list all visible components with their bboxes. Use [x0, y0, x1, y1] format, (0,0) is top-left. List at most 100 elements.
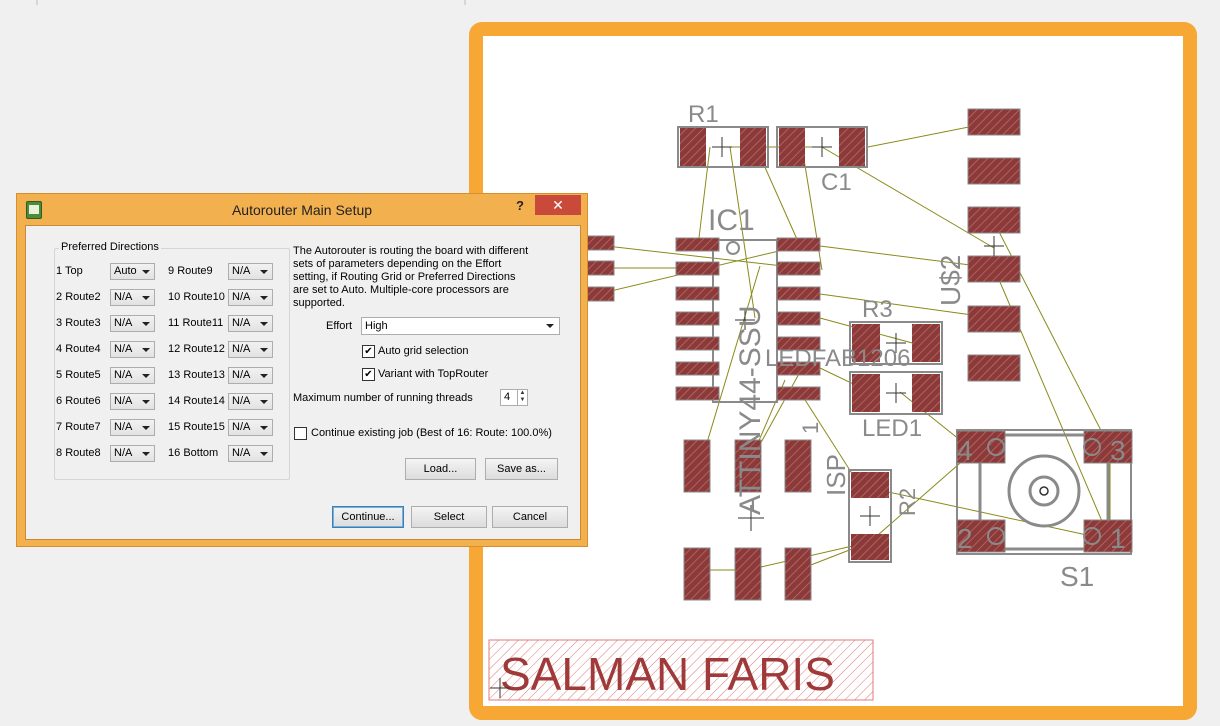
direction-value: N/A: [114, 342, 133, 355]
r3-footprint: [849, 321, 943, 365]
layer-name: Bottom: [183, 447, 219, 459]
ic1-footprint: [675, 237, 821, 403]
direction-value: N/A: [232, 342, 251, 355]
name-text-box: [488, 639, 874, 701]
layer-name: Route3: [65, 317, 101, 329]
layer-label: 6 Route6: [56, 395, 110, 407]
chevron-down-icon: [260, 373, 268, 378]
direction-select[interactable]: N/A: [228, 262, 273, 280]
direction-select[interactable]: N/A: [110, 340, 155, 358]
layer-number: 12: [168, 343, 181, 355]
direction-select[interactable]: N/A: [228, 340, 273, 358]
help-button[interactable]: ?: [516, 198, 524, 213]
layer-label: 16 Bottom: [168, 447, 228, 459]
continue-job-label: Continue existing job (Best of 16: Route…: [311, 427, 552, 439]
chevron-down-icon: [142, 399, 150, 404]
variant-toprouter-checkbox[interactable]: ✔: [362, 368, 375, 381]
layer-name: Route8: [65, 447, 101, 459]
layer-name: Route4: [65, 343, 101, 355]
label-s1-pin4: 4: [957, 435, 973, 466]
auto-grid-checkbox[interactable]: ✔: [362, 345, 375, 358]
threads-label: Maximum number of running threads: [293, 392, 473, 404]
layer-number: 10: [168, 291, 181, 303]
autorouter-dialog: Autorouter Main Setup ? ✕ Preferred Dire…: [17, 194, 587, 546]
direction-value: N/A: [232, 290, 251, 303]
chevron-down-icon: [142, 295, 150, 300]
layer-number: 13: [168, 369, 181, 381]
close-button[interactable]: ✕: [535, 195, 581, 215]
direction-value: N/A: [232, 394, 251, 407]
continue-button[interactable]: Continue...: [332, 506, 404, 528]
spin-arrows-icon[interactable]: ▲▼: [517, 390, 527, 405]
layer-number: 9: [168, 265, 175, 277]
direction-select[interactable]: N/A: [228, 418, 273, 436]
direction-value: N/A: [232, 446, 251, 459]
label-r1: R1: [688, 101, 719, 128]
label-isp: ISP: [821, 454, 851, 496]
select-button[interactable]: Select: [411, 506, 487, 528]
layer-row-10: 10 Route10 N/A: [168, 288, 273, 306]
label-led1: LED1: [862, 415, 922, 442]
layer-label: 8 Route8: [56, 447, 110, 459]
effort-value: High: [365, 320, 388, 332]
direction-select[interactable]: N/A: [110, 418, 155, 436]
layer-name: Route11: [182, 317, 224, 329]
direction-select[interactable]: N/A: [228, 444, 273, 462]
continue-job-checkbox[interactable]: [294, 427, 307, 440]
direction-select[interactable]: N/A: [110, 392, 155, 410]
direction-select[interactable]: N/A: [110, 366, 155, 384]
layer-row-16: 16 Bottom N/A: [168, 444, 273, 462]
direction-select[interactable]: Auto: [110, 262, 155, 280]
layer-name: Route7: [65, 421, 101, 433]
layer-label: 12 Route12: [168, 343, 228, 355]
threads-spinbox[interactable]: 4 ▲▼: [500, 389, 528, 406]
layer-name: Route10: [183, 291, 225, 303]
layer-label: 13 Route13: [168, 369, 228, 381]
direction-value: N/A: [114, 420, 133, 433]
auto-grid-label: Auto grid selection: [378, 345, 469, 357]
layer-label: 3 Route3: [56, 317, 110, 329]
direction-select[interactable]: N/A: [110, 314, 155, 332]
cancel-button[interactable]: Cancel: [492, 506, 568, 528]
layer-label: 14 Route14: [168, 395, 228, 407]
layer-name: Route15: [183, 421, 225, 433]
direction-value: N/A: [114, 394, 133, 407]
layer-row-14: 14 Route14 N/A: [168, 392, 273, 410]
dialog-titlebar[interactable]: Autorouter Main Setup ? ✕: [17, 194, 587, 224]
label-s1-pin3: 3: [1110, 435, 1126, 466]
layer-label: 4 Route4: [56, 343, 110, 355]
layer-row-6: 6 Route6 N/A: [56, 392, 155, 410]
direction-select[interactable]: N/A: [228, 314, 273, 332]
direction-value: N/A: [232, 420, 251, 433]
layer-name: Route5: [65, 369, 101, 381]
save-as-button[interactable]: Save as...: [485, 458, 558, 480]
load-button[interactable]: Load...: [405, 458, 476, 480]
chevron-down-icon: [260, 347, 268, 352]
direction-select[interactable]: N/A: [110, 288, 155, 306]
s1-footprint: [956, 429, 1133, 555]
layer-label: 15 Route15: [168, 421, 228, 433]
layer-number: 5: [56, 369, 63, 381]
layer-name: Route6: [65, 395, 101, 407]
autorouter-description: The Autorouter is routing the board with…: [293, 245, 529, 309]
layer-name: Route9: [177, 265, 213, 277]
direction-select[interactable]: N/A: [228, 392, 273, 410]
direction-select[interactable]: N/A: [110, 444, 155, 462]
direction-value: N/A: [114, 446, 133, 459]
layer-row-15: 15 Route15 N/A: [168, 418, 273, 436]
direction-value: N/A: [114, 368, 133, 381]
effort-select[interactable]: High: [361, 317, 560, 335]
label-s1-pin2: 2: [957, 523, 973, 554]
preferred-directions-title: Preferred Directions: [59, 241, 161, 253]
layer-row-4: 4 Route4 N/A: [56, 340, 155, 358]
label-c1: C1: [821, 169, 852, 196]
direction-select[interactable]: N/A: [228, 288, 273, 306]
chevron-down-icon: [142, 373, 150, 378]
layer-number: 2: [56, 291, 63, 303]
direction-select[interactable]: N/A: [228, 366, 273, 384]
